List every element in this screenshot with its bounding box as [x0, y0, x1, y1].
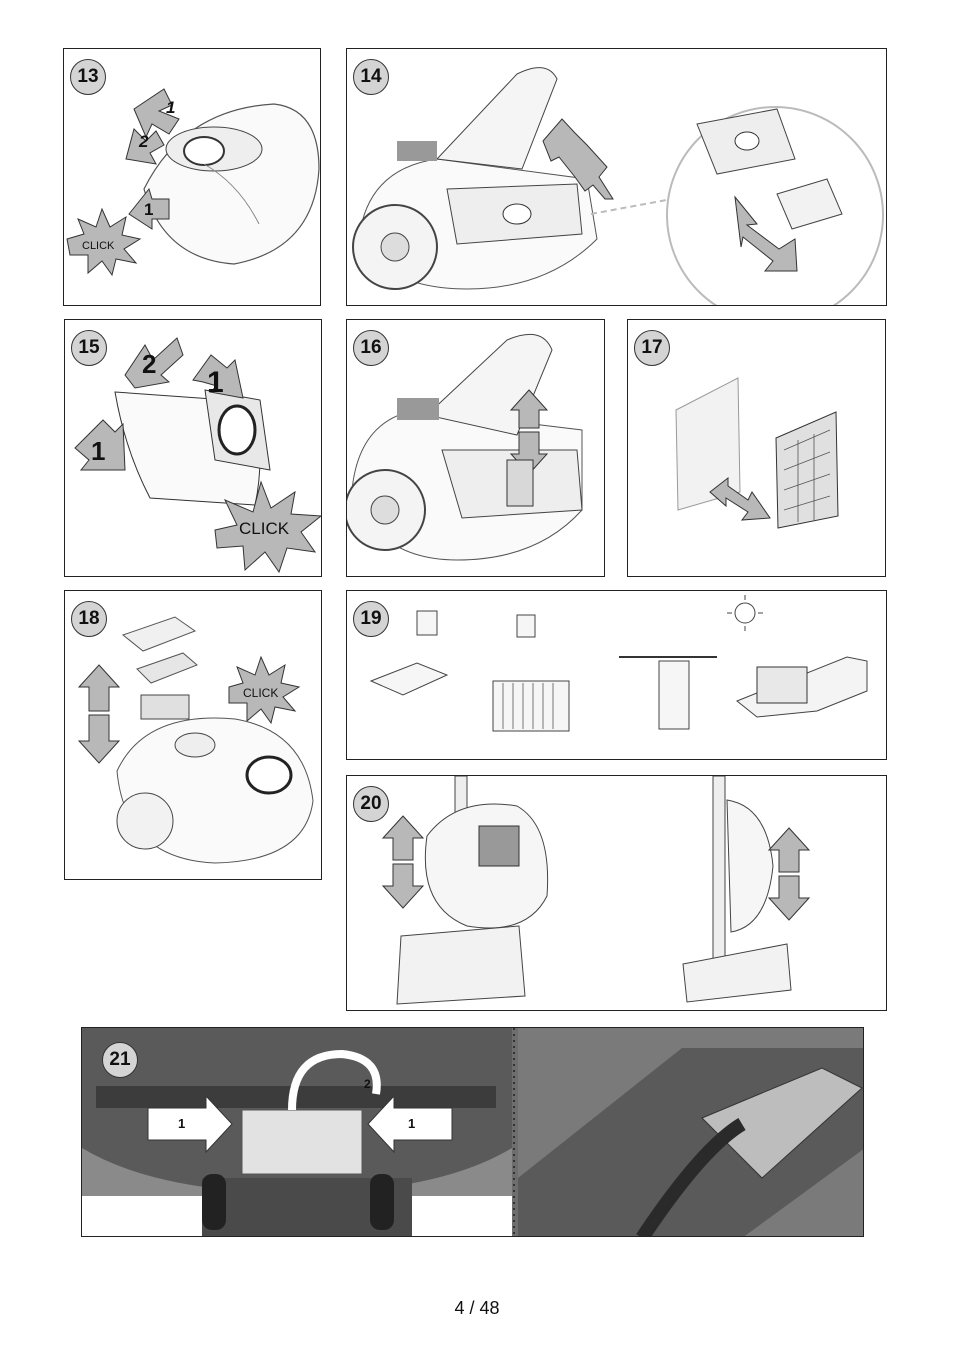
step-number-badge: 17 — [634, 330, 670, 366]
arrow-double-icon — [542, 118, 614, 200]
filter-washing-illustration — [369, 595, 868, 732]
step-16-panel: 16 — [346, 319, 605, 577]
vacuum-lid-illustration: 1 2 1 CLICK — [66, 88, 320, 277]
arrow-up-icon — [509, 389, 549, 429]
step-number-badge: 20 — [353, 786, 389, 822]
arrow-down-icon — [381, 863, 425, 909]
arrow-left-icon — [128, 187, 170, 230]
step-19-panel: 19 — [346, 590, 887, 760]
step-number-badge: 14 — [353, 59, 389, 95]
click-burst-icon — [66, 207, 142, 277]
arrow-label: 1 — [207, 366, 224, 399]
brush-roll-photo: 1 1 2 — [82, 1028, 863, 1236]
arrow-down-icon — [77, 714, 121, 764]
arrow-down-icon — [125, 128, 165, 165]
arrow-down-left-icon — [74, 419, 126, 471]
step-13-panel: 13 1 2 1 CLICK — [63, 48, 321, 306]
arrow-label: 1 — [144, 200, 153, 219]
vacuum-parking-illustration — [381, 776, 811, 1005]
vacuum-open-bag-illustration — [352, 67, 884, 305]
click-label: CLICK — [82, 240, 115, 252]
dust-bag-illustration: 2 1 1 CLICK — [74, 337, 321, 574]
arrow-label: 1 — [166, 98, 175, 117]
arrow-up-left-icon — [192, 354, 244, 399]
step-number-badge: 19 — [353, 601, 389, 637]
arrow-up-icon — [381, 815, 425, 861]
arrow-left-icon — [367, 1094, 453, 1154]
arrow-label: 1 — [408, 1116, 415, 1131]
step-17-panel: 17 — [627, 319, 886, 577]
filter-exploded-illustration: CLICK — [77, 616, 314, 864]
arrow-down-icon — [767, 875, 811, 921]
arrow-label: 1 — [91, 436, 105, 466]
step-number-badge: 15 — [71, 330, 107, 366]
arrow-label: 1 — [178, 1116, 185, 1131]
step-number-badge: 18 — [71, 601, 107, 637]
arrow-label: 2 — [142, 349, 156, 379]
arrow-double-icon — [734, 195, 798, 272]
arrow-label: 2 — [138, 132, 149, 151]
step-15-panel: 15 2 1 1 CLICK — [64, 319, 322, 577]
arrow-right-icon — [147, 1094, 233, 1154]
page-number: 4 / 48 — [454, 1298, 500, 1318]
rotate-label: 2 — [364, 1077, 371, 1091]
arrow-up-icon — [767, 827, 811, 873]
step-14-panel: 14 — [346, 48, 887, 306]
vacuum-motor-filter-illustration — [347, 333, 583, 561]
click-label: CLICK — [243, 686, 278, 700]
click-burst-icon — [214, 480, 321, 574]
filter-separation-illustration — [675, 377, 839, 529]
arrow-up-right-icon — [124, 337, 184, 389]
step-20-panel: 20 — [346, 775, 887, 1011]
click-label: CLICK — [239, 519, 290, 538]
step-number-badge: 21 — [102, 1042, 138, 1078]
step-21-panel: 21 1 1 2 — [81, 1027, 864, 1237]
step-18-panel: 18 CLICK — [64, 590, 322, 880]
step-number-badge: 13 — [70, 59, 106, 95]
arrow-up-icon — [77, 664, 121, 712]
step-number-badge: 16 — [353, 330, 389, 366]
click-burst-icon — [228, 655, 301, 725]
arrow-up-icon — [133, 88, 180, 139]
arrow-double-icon — [709, 476, 771, 521]
sun-icon — [734, 602, 756, 624]
